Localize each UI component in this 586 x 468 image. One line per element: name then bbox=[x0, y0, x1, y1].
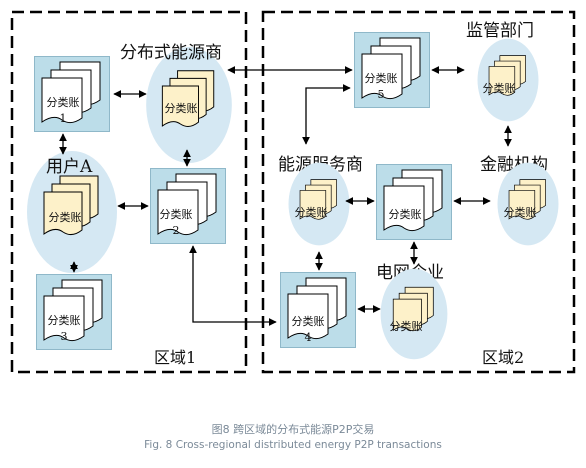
distributed-supplier-node: 分类账 bbox=[145, 46, 233, 164]
svg-text:2: 2 bbox=[173, 224, 180, 237]
svg-text:5: 5 bbox=[378, 88, 385, 101]
svg-text:1: 1 bbox=[60, 112, 67, 125]
distributed-supplier-label: 分布式能源商 bbox=[120, 43, 222, 63]
financial-institution-node: 分类账 bbox=[497, 162, 559, 246]
svg-text:分类账: 分类账 bbox=[48, 313, 81, 327]
user-a-node: 分类账 bbox=[26, 150, 118, 274]
svg-text:分类账: 分类账 bbox=[483, 81, 516, 95]
region-2-boundary bbox=[261, 10, 576, 374]
grid-company-node: 分类账 bbox=[380, 268, 448, 360]
ledger-node-1: 分类账 1 bbox=[34, 56, 110, 132]
connectors bbox=[59, 66, 512, 326]
svg-text:分类账: 分类账 bbox=[160, 207, 193, 221]
svg-text:分类账: 分类账 bbox=[389, 207, 422, 221]
svg-text:分类账: 分类账 bbox=[49, 210, 82, 224]
region-1-boundary bbox=[10, 10, 248, 374]
energy-service-provider-node: 分类账 bbox=[288, 162, 350, 246]
svg-text:分类账: 分类账 bbox=[295, 205, 328, 219]
ledger-node-5: 分类账 5 bbox=[354, 32, 430, 108]
svg-text:分类账: 分类账 bbox=[165, 101, 198, 115]
svg-text:4: 4 bbox=[305, 331, 312, 344]
svg-text:3: 3 bbox=[61, 330, 68, 343]
ledger-node-4: 分类账 4 bbox=[280, 272, 356, 348]
central-ledger-node: 分类账 bbox=[376, 164, 452, 240]
svg-text:分类账: 分类账 bbox=[292, 314, 325, 328]
figure-caption-zh: 图8 跨区域的分布式能源P2P交易 bbox=[211, 423, 375, 436]
regulator-node: 分类账 bbox=[477, 38, 539, 122]
ledger-node-2: 分类账 2 bbox=[150, 168, 226, 244]
regulator-label: 监管部门 bbox=[466, 21, 534, 41]
svg-text:分类账: 分类账 bbox=[504, 205, 537, 219]
figure-caption-en: Fig. 8 Cross-regional distributed energy… bbox=[144, 439, 442, 451]
user-a-label: 用户A bbox=[46, 157, 93, 177]
ledger-node-3: 分类账 3 bbox=[36, 274, 112, 350]
p2p-diagram: 分类账 1 分类账 分布式能源商 分类账 用户A 分类账 2 分类账 3 区域1… bbox=[10, 10, 576, 374]
region-2-label: 区域2 bbox=[482, 348, 524, 367]
svg-text:分类账: 分类账 bbox=[365, 71, 398, 85]
svg-text:分类账: 分类账 bbox=[47, 95, 80, 109]
region-1-label: 区域1 bbox=[154, 348, 196, 367]
svg-text:分类账: 分类账 bbox=[390, 319, 423, 333]
